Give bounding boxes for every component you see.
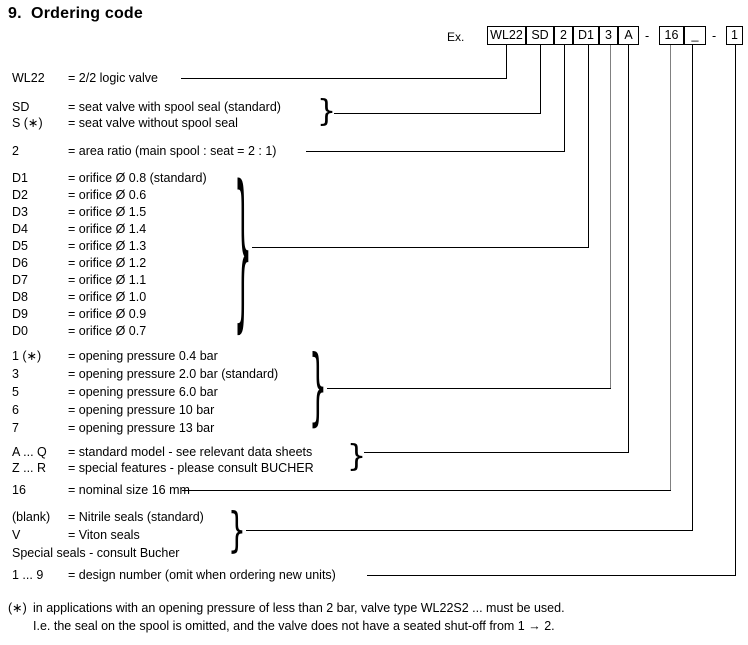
def-desc-op5: = opening pressure 6.0 bar <box>68 385 218 399</box>
code-box-design-number[interactable]: 1 <box>726 26 743 45</box>
def-desc-d8: = orifice Ø 1.0 <box>68 290 147 304</box>
leader-line-nominal-size-horizontal <box>182 490 671 491</box>
def-code-op5: 5 <box>12 385 19 399</box>
def-desc-seal-viton: = Viton seals <box>68 528 140 542</box>
code-box-opening-pressure[interactable]: 3 <box>599 26 618 45</box>
def-desc-d1: = orifice Ø 0.8 (standard) <box>68 171 207 185</box>
def-desc-d9: = orifice Ø 0.9 <box>68 307 147 321</box>
def-desc-nominal-size: = nominal size 16 mm <box>68 483 190 497</box>
def-desc-op1: = opening pressure 0.4 bar <box>68 349 218 363</box>
code-separator-2: - <box>712 29 717 43</box>
def-desc-d4: = orifice Ø 1.4 <box>68 222 147 236</box>
def-code-d0: D0 <box>12 324 28 338</box>
def-code-model-standard: A ... Q <box>12 445 47 459</box>
code-box-nominal-size[interactable]: 16 <box>659 26 684 45</box>
def-desc-d3: = orifice Ø 1.5 <box>68 205 147 219</box>
leader-line-seal-material-horizontal <box>246 530 693 531</box>
def-code-op6: 6 <box>12 403 19 417</box>
footnote-line-2: I.e. the seal on the spool is omitted, a… <box>33 619 555 633</box>
def-desc-d6: = orifice Ø 1.2 <box>68 256 147 270</box>
def-desc-op6: = opening pressure 10 bar <box>68 403 215 417</box>
leader-line-orifice-horizontal <box>252 247 589 248</box>
footnote-marker: (∗) <box>8 601 27 615</box>
page-title: 9. Ordering code <box>8 5 143 23</box>
def-desc-d7: = orifice Ø 1.1 <box>68 273 147 287</box>
leader-line-seal-design-vertical <box>540 45 541 113</box>
def-code-d7: D7 <box>12 273 28 287</box>
footnote-line-1: in applications with an opening pressure… <box>33 601 565 615</box>
def-desc-model-standard: = standard model - see relevant data she… <box>68 445 313 459</box>
section-title-text: Ordering code <box>31 5 143 22</box>
example-label: Ex. <box>447 30 465 44</box>
leader-line-type-vertical <box>506 45 507 78</box>
code-box-orifice[interactable]: D1 <box>573 26 599 45</box>
leader-line-orifice-vertical <box>588 45 589 247</box>
leader-line-seal-material-vertical <box>692 45 693 530</box>
def-desc-d2: = orifice Ø 0.6 <box>68 188 147 202</box>
def-desc-d5: = orifice Ø 1.3 <box>68 239 147 253</box>
def-desc-design-number: = design number (omit when ordering new … <box>68 568 336 582</box>
def-code-op1: 1 (∗) <box>12 349 42 363</box>
def-code-op7: 7 <box>12 421 19 435</box>
leader-line-type-horizontal <box>181 78 507 79</box>
def-code-d8: D8 <box>12 290 28 304</box>
brace-seal-material: } <box>228 501 246 558</box>
def-code-op3: 3 <box>12 367 19 381</box>
def-code-nominal-size: 16 <box>12 483 26 497</box>
leader-line-seal-design-horizontal <box>334 113 541 114</box>
def-desc-area-ratio: = area ratio (main spool : seat = 2 : 1) <box>68 144 277 158</box>
leader-line-model-vertical <box>628 45 629 452</box>
def-code-d3: D3 <box>12 205 28 219</box>
brace-opening-pressure: } <box>309 337 327 436</box>
code-box-type[interactable]: WL22 <box>487 26 526 45</box>
def-desc-sd: = seat valve with spool seal (standard) <box>68 100 281 114</box>
leader-line-model-horizontal <box>364 452 629 453</box>
def-code-d2: D2 <box>12 188 28 202</box>
leader-line-area-ratio-vertical <box>564 45 565 151</box>
code-box-area-ratio[interactable]: 2 <box>554 26 573 45</box>
leader-line-design-number-horizontal <box>367 575 736 576</box>
def-code-seal-viton: V <box>12 528 21 542</box>
code-box-seal-design[interactable]: SD <box>526 26 554 45</box>
def-desc-op7: = opening pressure 13 bar <box>68 421 215 435</box>
def-desc-model-special: = special features - please consult BUCH… <box>68 461 314 475</box>
brace-orifice: } <box>234 148 252 350</box>
def-code-seal-special: Special seals - consult Bucher <box>12 546 180 560</box>
def-code-seal-blank: (blank) <box>12 510 51 524</box>
def-code-d4: D4 <box>12 222 28 236</box>
brace-model: } <box>347 439 367 474</box>
code-box-model[interactable]: A <box>618 26 639 45</box>
section-number: 9. <box>8 5 22 22</box>
leader-line-opening-pressure-vertical <box>610 45 611 388</box>
code-separator-1: - <box>645 29 650 43</box>
brace-seal-design: } <box>317 94 337 129</box>
leader-line-design-number-vertical <box>735 45 736 575</box>
def-code-d6: D6 <box>12 256 28 270</box>
def-code-sd: SD <box>12 100 30 114</box>
def-desc-op3: = opening pressure 2.0 bar (standard) <box>68 367 279 381</box>
def-code-d1: D1 <box>12 171 28 185</box>
leader-line-opening-pressure-horizontal <box>327 388 611 389</box>
def-code-d9: D9 <box>12 307 28 321</box>
leader-line-nominal-size-vertical <box>670 45 671 490</box>
leader-line-area-ratio-horizontal <box>306 151 565 152</box>
code-box-seal-material[interactable]: _ <box>684 26 706 45</box>
def-code-d5: D5 <box>12 239 28 253</box>
def-code-design-number: 1 ... 9 <box>12 568 44 582</box>
def-desc-s: = seat valve without spool seal <box>68 116 238 130</box>
def-code-area-ratio: 2 <box>12 144 19 158</box>
def-code-s: S (∗) <box>12 116 43 130</box>
def-code-model-special: Z ... R <box>12 461 47 475</box>
def-desc-d0: = orifice Ø 0.7 <box>68 324 147 338</box>
def-desc-wl22: = 2/2 logic valve <box>68 71 158 85</box>
def-code-wl22: WL22 <box>12 71 45 85</box>
def-desc-seal-blank: = Nitrile seals (standard) <box>68 510 204 524</box>
